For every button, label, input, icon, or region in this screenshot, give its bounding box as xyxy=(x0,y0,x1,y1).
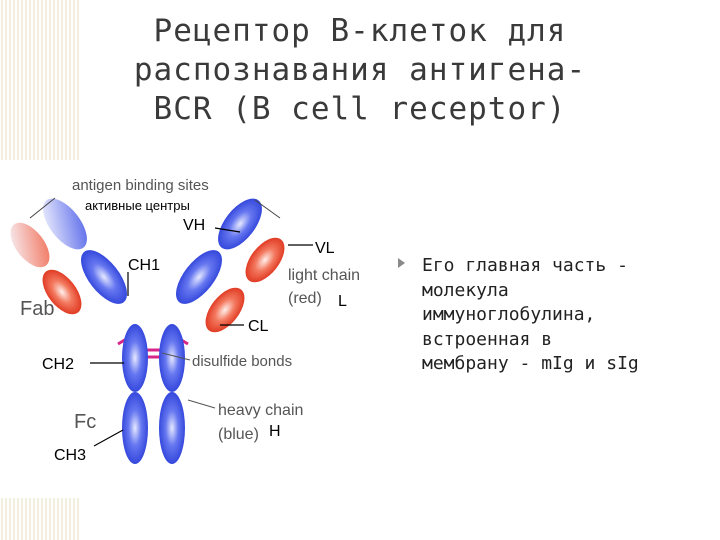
label-active-centers: активные центры xyxy=(85,198,190,213)
antigen-site-marker-left xyxy=(29,197,56,219)
label-disulfide-bonds: disulfide bonds xyxy=(192,353,292,370)
label-heavy-chain-color: (blue) xyxy=(218,426,259,443)
left-light-chain xyxy=(10,222,82,315)
triangle-bullet-icon xyxy=(398,258,405,268)
label-vl: VL xyxy=(315,240,335,257)
label-ch3: CH3 xyxy=(54,447,86,464)
ch3-domain-left xyxy=(122,392,148,464)
right-heavy-chain xyxy=(176,198,262,304)
bullet-line-2: молекула xyxy=(422,279,509,301)
fc-stem xyxy=(122,324,185,464)
label-fab: Fab xyxy=(20,298,54,320)
ch3-domain-right xyxy=(159,392,185,464)
vh-leader-line xyxy=(214,227,241,233)
title-line-3: BCR (B cell receptor) xyxy=(153,91,567,127)
left-vh-domain xyxy=(43,198,87,250)
decorative-stripes-top xyxy=(1,0,79,160)
disulfide-pointer-line xyxy=(161,352,191,361)
label-l: L xyxy=(338,293,347,310)
heavy-chain-pointer-line xyxy=(187,399,216,409)
label-h: H xyxy=(269,423,281,440)
left-vl-domain xyxy=(10,222,50,268)
label-vh: VH xyxy=(183,217,205,234)
ch3-leader-line xyxy=(93,429,124,447)
right-ch1-domain xyxy=(176,250,222,304)
antigen-site-marker-right xyxy=(254,199,281,219)
bullet-line-5: мембрану - mIg и sIg xyxy=(422,353,639,374)
label-cl: CL xyxy=(248,318,269,335)
antibody-diagram: antigen binding sites активные центры VH… xyxy=(10,177,360,464)
bullet-line-4: встроенная в xyxy=(422,328,553,350)
ch2-domain-left xyxy=(122,324,148,392)
slide-title: Рецептор В-клеток для распознавания анти… xyxy=(70,12,650,129)
decorative-stripes-bottom xyxy=(1,498,79,540)
right-vl-domain xyxy=(245,237,285,283)
label-light-chain: light chain xyxy=(288,267,360,284)
label-ch2: CH2 xyxy=(42,356,74,373)
left-cl-domain xyxy=(42,269,82,315)
label-fc: Fc xyxy=(74,411,96,433)
ch2-domain-right xyxy=(159,324,185,392)
left-heavy-chain xyxy=(43,198,127,304)
right-vh-domain xyxy=(218,198,262,250)
bullet-line-1: Его главная часть - xyxy=(422,255,628,276)
bullet-text: Его главная часть - молекула иммуноглобу… xyxy=(422,254,698,377)
label-heavy-chain: heavy chain xyxy=(218,402,303,419)
title-line-2: распознавания антигена- xyxy=(133,52,587,88)
right-light-chain xyxy=(205,237,285,333)
title-line-1: Рецептор В-клеток для xyxy=(153,13,567,49)
right-cl-domain xyxy=(205,287,245,333)
bullet-line-3: иммуноглобулина, xyxy=(422,304,596,325)
label-antigen-binding-sites: antigen binding sites xyxy=(72,177,209,194)
left-ch1-domain xyxy=(81,250,127,304)
label-ch1: CH1 xyxy=(128,257,160,274)
label-light-chain-color: (red) xyxy=(288,290,322,307)
